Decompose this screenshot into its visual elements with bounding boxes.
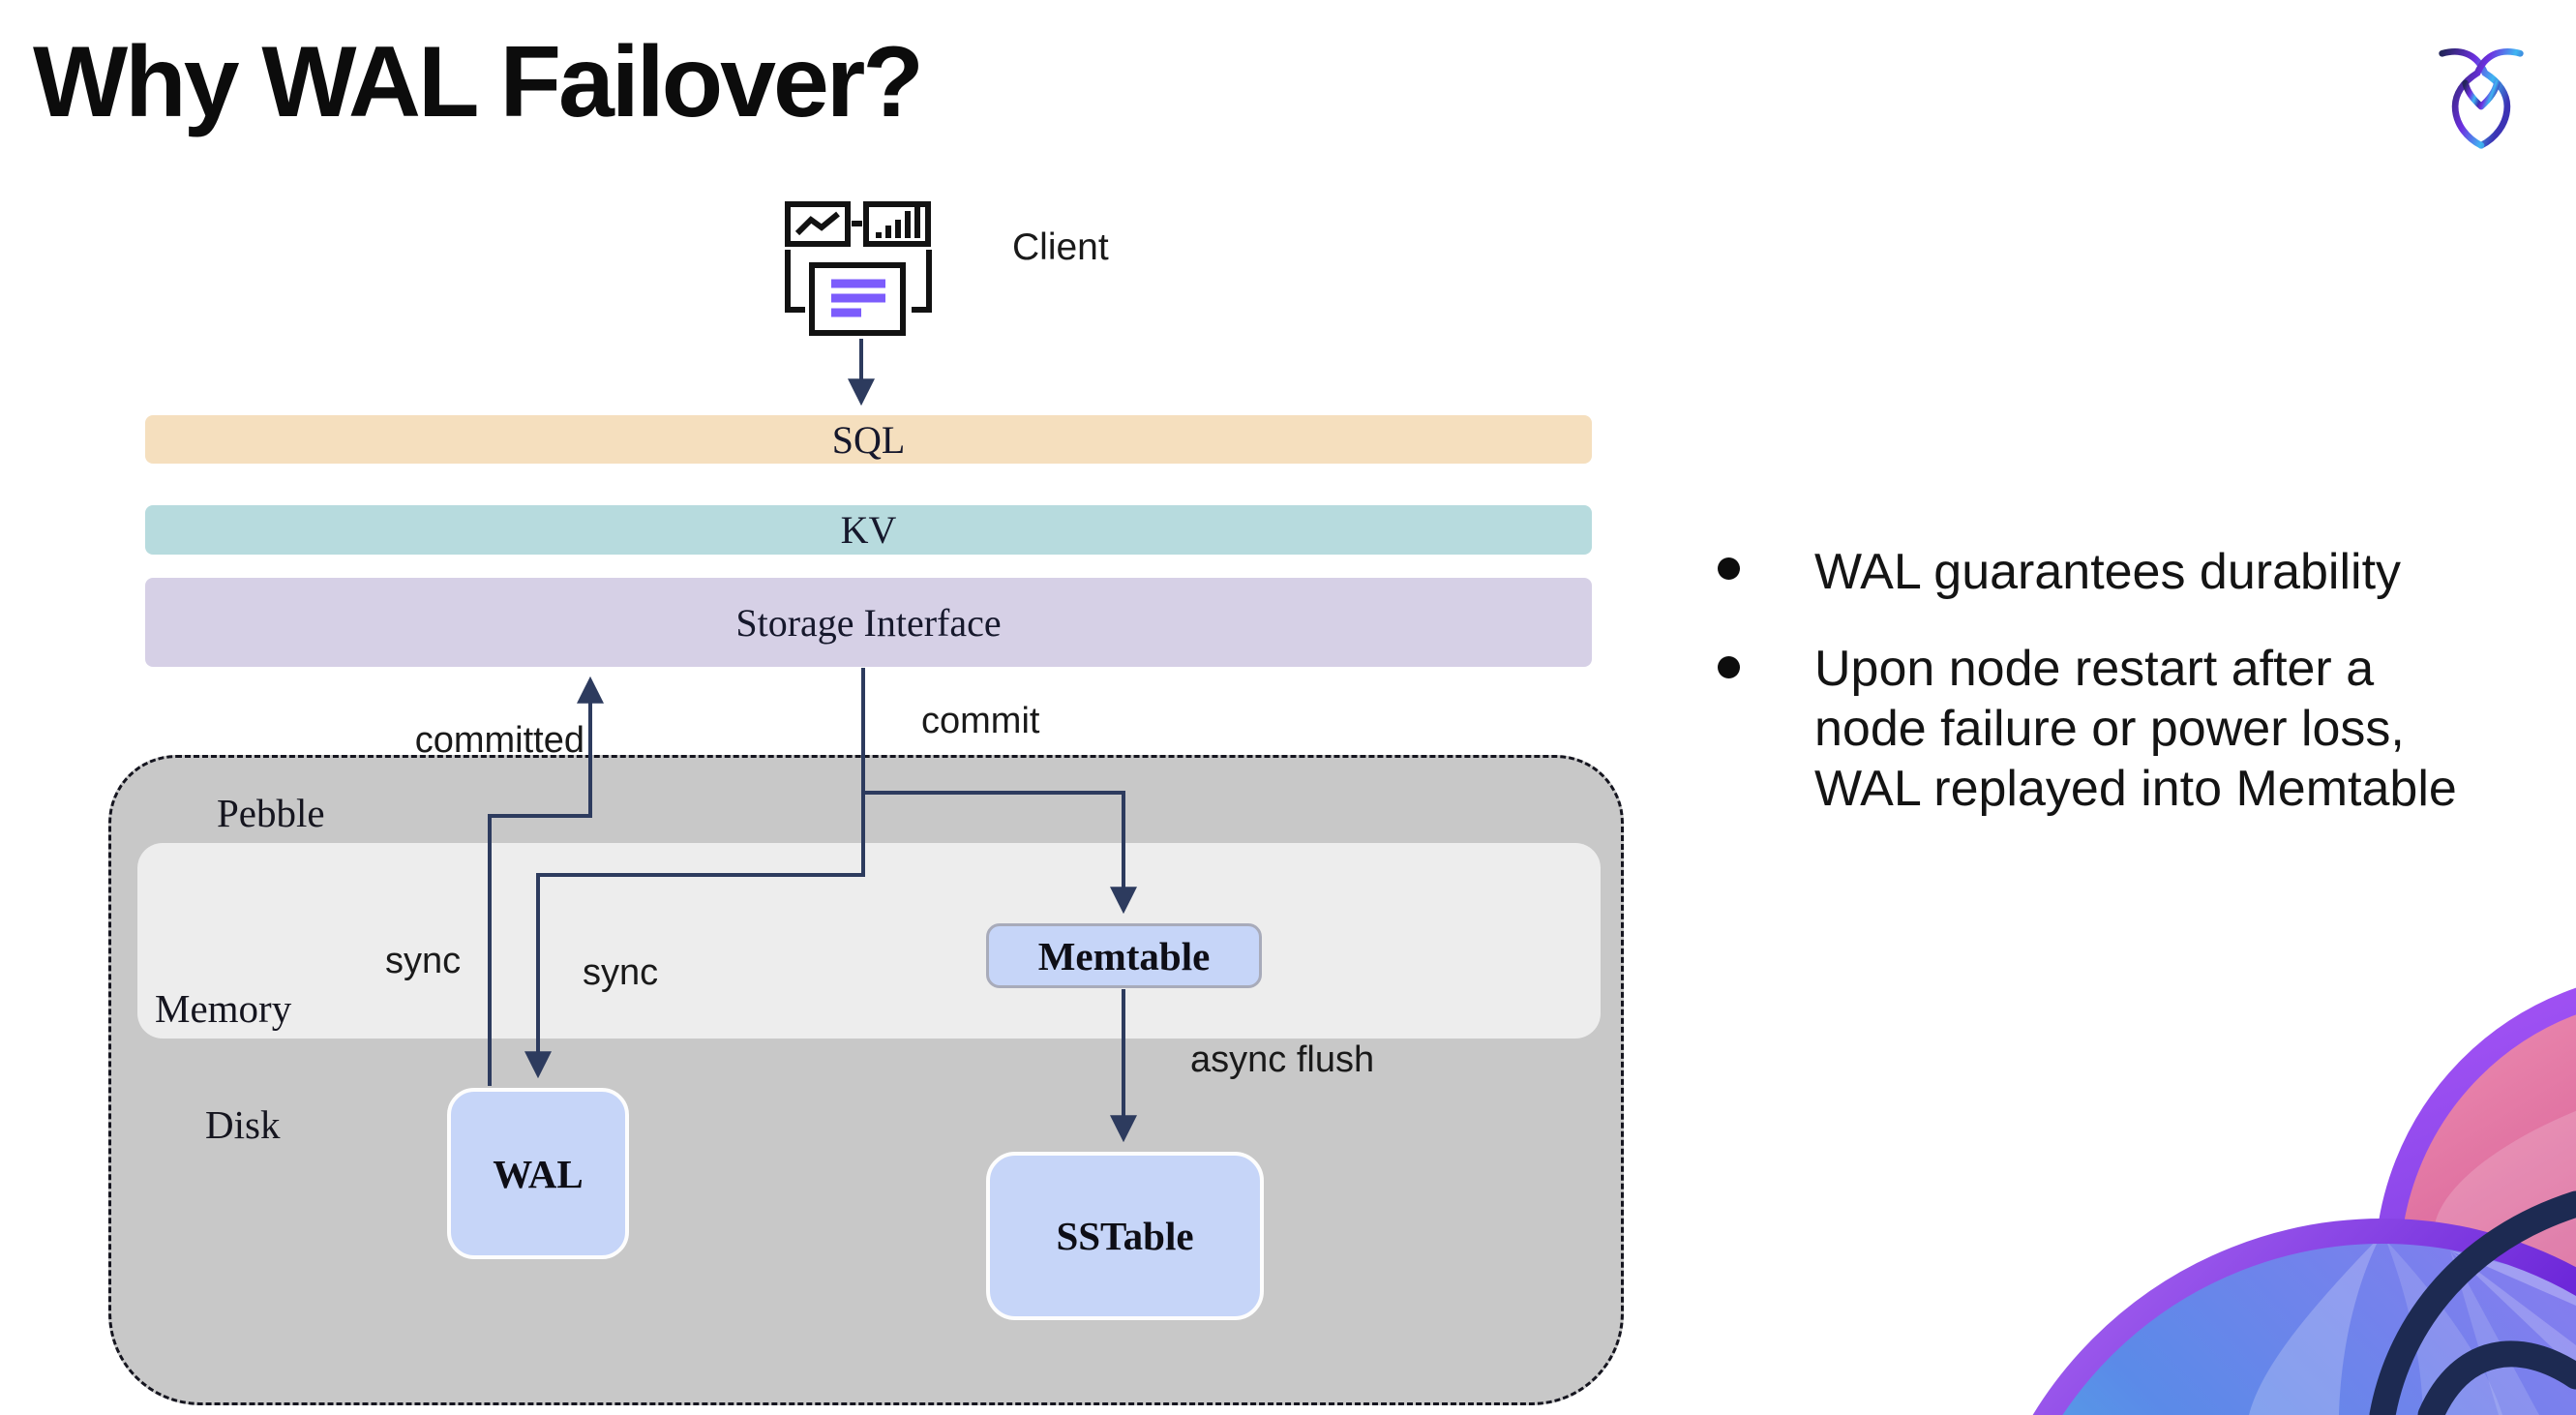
sync-label-right: sync: [583, 952, 659, 993]
bracket-right-icon: [912, 250, 932, 313]
wal-node-label: WAL: [493, 1151, 584, 1196]
bullet-marker: [1718, 656, 1740, 678]
bar-chart-bars: [876, 206, 920, 238]
disk-label: Disk: [205, 1102, 281, 1147]
dash-connector: [852, 221, 862, 226]
memory-label: Memory: [155, 986, 292, 1031]
bullet-line: Upon node restart after a: [1814, 641, 2375, 697]
commit-label: commit: [921, 701, 1040, 741]
sync-label-left: sync: [385, 941, 462, 981]
line-chart-zigzag: [794, 211, 840, 236]
line-chart-icon: [785, 201, 851, 247]
committed-label: committed: [414, 720, 584, 761]
layer-bar-sql-label: SQL: [831, 417, 906, 462]
sstable-node: SSTable: [986, 1152, 1264, 1320]
client-label: Client: [1012, 226, 1109, 268]
memory-zone: [137, 843, 1601, 1039]
sstable-node-label: SSTable: [1056, 1214, 1194, 1258]
layer-bar-sql: SQL: [145, 415, 1592, 464]
bullet-text: Upon node restart after a node failure o…: [1814, 639, 2457, 819]
layer-bar-storage-label: Storage Interface: [735, 600, 1002, 645]
bullet-line: WAL guarantees durability: [1814, 544, 2402, 600]
bullet-marker: [1718, 557, 1740, 580]
async-flush-label: async flush: [1190, 1039, 1375, 1080]
bullet-line: node failure or power loss,: [1814, 701, 2405, 757]
document-text-lines: [831, 279, 885, 317]
memtable-node: Memtable: [986, 923, 1262, 988]
cockroachdb-logo-icon: [2439, 47, 2524, 149]
client-workstation-icon: [785, 201, 932, 336]
cockroachdb-brand-graphic: [2032, 987, 2576, 1415]
layer-bar-storage-interface: Storage Interface: [145, 578, 1592, 667]
page-title: Why WAL Failover?: [33, 26, 924, 138]
bullet-line: WAL replayed into Memtable: [1814, 761, 2457, 817]
memtable-node-label: Memtable: [1037, 933, 1211, 978]
wal-node: WAL: [447, 1088, 629, 1259]
layer-bar-kv: KV: [145, 505, 1592, 555]
bracket-left-icon: [785, 250, 805, 313]
bullet-item-durability: WAL guarantees durability: [1718, 542, 2401, 602]
layer-bar-kv-label: KV: [840, 508, 897, 552]
bullet-item-replay: Upon node restart after a node failure o…: [1718, 639, 2457, 819]
bullet-text: WAL guarantees durability: [1814, 542, 2401, 602]
pebble-label: Pebble: [217, 791, 325, 835]
